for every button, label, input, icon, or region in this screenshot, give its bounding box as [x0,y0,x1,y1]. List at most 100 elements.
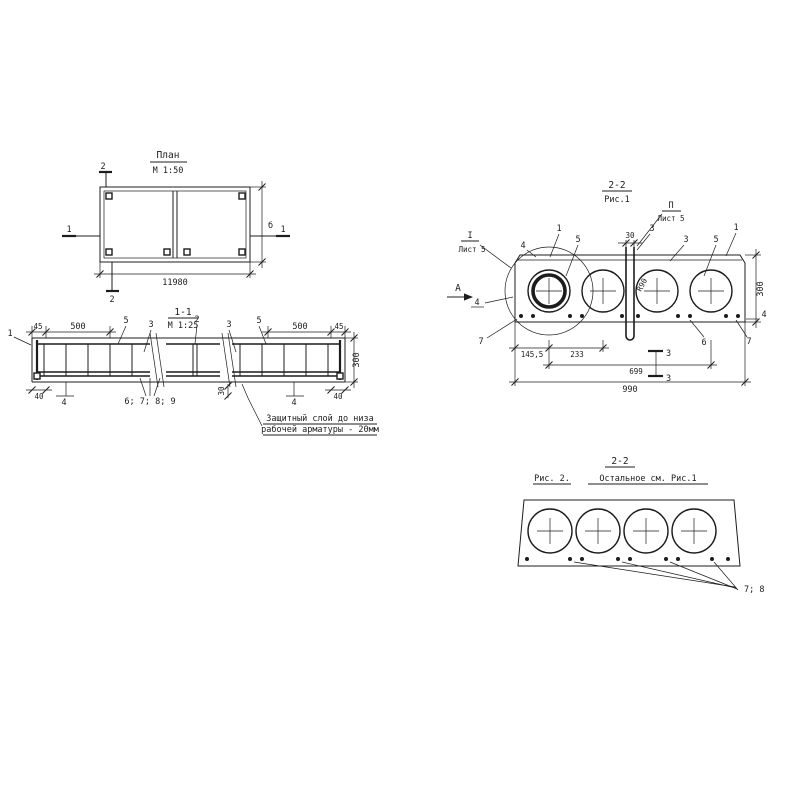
callout-7-left: 7 [478,337,483,347]
view-label: А [455,283,461,294]
plan-dim-width: б [250,181,273,268]
sec11-break-marks [149,332,237,388]
sec22b-title: 2-2 [611,456,628,467]
sec22b-caption-rest: Остальное см. Рис.1 [599,474,696,484]
plan-cut-1-left: 1 [62,225,100,238]
dim-40-right: 40 [333,392,343,401]
plan-scale: М 1:50 [153,166,184,176]
callout-5-left: 5 [123,316,128,326]
dim-45-right: 45 [334,322,343,331]
sec22b-rebar-dots [525,557,730,561]
sec11-note: Защитный слой до низа рабочей арматуры -… [241,383,379,436]
dim-300: 300 [756,281,766,296]
sec22a-rebar-dots [519,314,740,318]
callout-1-right: 1 [733,223,738,233]
plan-outline-inner [103,190,247,259]
dim-990: 990 [622,385,637,395]
detail-sheet: Лист 5 [458,245,485,254]
sec11-dims-top: 45 500 500 45 [26,322,351,338]
dim-length-value: 11980 [162,278,188,288]
callout-1-left: 1 [556,224,561,234]
sec22b-leaders-78: 7; 8 [573,561,764,595]
dim-30: 30 [625,231,635,240]
plan-cut-1-right: 1 [250,225,290,238]
cut3-bottom: 3 [666,374,671,384]
cut-label: 2 [100,162,105,172]
core1-heavy-ring [531,273,567,309]
plan-view: План М 1:50 2 2 1 [62,150,290,305]
callout-4-topleft: 4 [520,241,525,251]
sec11-title: 1-1 [174,307,191,318]
sec11-callouts: 1 5 3 2 3 5 [7,315,267,353]
sec22a-dims-bottom: 145,5 233 699 990 [509,322,751,395]
section-2-2-fig2: 2-2 Рис. 2. Остальное см. Рис.1 7; 8 [517,456,764,595]
callout-4-left: 4 [61,398,66,408]
note-line2: рабочей арматуры - 20мм [261,424,379,435]
sec11-outline [31,337,346,383]
dim-40-left: 40 [34,392,44,401]
callout-3-right: 3 [683,235,688,245]
plan-cut-2-bottom: 2 [106,262,119,305]
callout-5-right: 5 [256,316,261,326]
sec11-dims-bottom: 40 4 6; 7; 8; 9 30 4 40 [26,377,351,408]
detail-circle-I [504,246,594,336]
cut-label: 1 [280,225,285,235]
callout-6: 6 [701,338,706,348]
dim-30-loop: 30 [618,231,642,247]
note-line1: Защитный слой до низа [266,414,373,424]
section-1-1: 1-1 М 1:25 [7,307,379,436]
dim-233: 233 [570,350,584,359]
callout-4-view: 4 [474,298,479,308]
callout-2: 2 [194,315,199,325]
sec22a-callouts-top: 4 1 5 3 3 5 1 [520,223,739,277]
detail-num: П [668,201,673,211]
dim-699: 699 [629,367,643,376]
sec22a-callouts-bottom: 7 6 7 [478,318,752,348]
sec22b-cores [527,508,717,554]
callout-3-left: 3 [148,320,153,330]
callout-4-right: 4 [291,398,296,408]
sec11-scale: М 1:25 [168,321,199,331]
dim-width-label: б [268,220,273,231]
plan-cut-2-top: 2 [99,162,112,187]
detail-callout-P: П Лист 5 [636,201,685,247]
section-2-2-fig1: 2-2 Рис.1 П Лист 5 I Лист 5 А 4 [447,180,767,395]
detail-num: I [467,231,472,241]
detail-sheet: Лист 5 [657,214,684,223]
callout-4-right: 4 [761,310,766,320]
callout-5-left: 5 [575,235,580,245]
detail-callout-I: I Лист 5 [458,231,512,269]
callout-3-left: 3 [649,224,654,234]
plan-title: План [157,150,180,161]
dim-145-5: 145,5 [521,350,544,359]
sec22a-title: 2-2 [608,180,625,191]
sec11-rebar [33,340,344,380]
view-arrow-A: А 4 [447,283,514,308]
callout-5-right: 5 [713,235,718,245]
callout-3-right: 3 [226,320,231,330]
cut-label: 2 [109,295,114,305]
plan-dim-length: 11980 [94,262,256,288]
dim-500-left: 500 [70,322,85,332]
lifting-loop [625,247,635,341]
cut-label: 1 [66,225,71,235]
plan-outline-outer [99,186,251,263]
dim-300: 300 [352,352,362,367]
sec22a-subtitle: Рис.1 [604,195,630,205]
sec22b-outline [517,499,741,567]
sec22a-cores [504,246,733,336]
callout-6789: 6; 7; 8; 9 [124,397,175,407]
note-leader [241,383,263,427]
dim-45-left: 45 [33,322,42,331]
radius-r90: R90 [635,276,650,293]
sec11-dim-300: 300 [345,332,362,388]
sec22a-cut-3: 3 3 [648,349,671,384]
sec22b-caption-fig: Рис. 2. [534,474,570,484]
callout-1: 1 [7,329,12,339]
dim-500-right: 500 [292,322,307,332]
arrowhead [464,293,473,301]
callout-7-8: 7; 8 [744,585,764,595]
plan-anchor-plates [105,192,246,256]
sec22a-dim-300: 300 4 [745,249,767,328]
